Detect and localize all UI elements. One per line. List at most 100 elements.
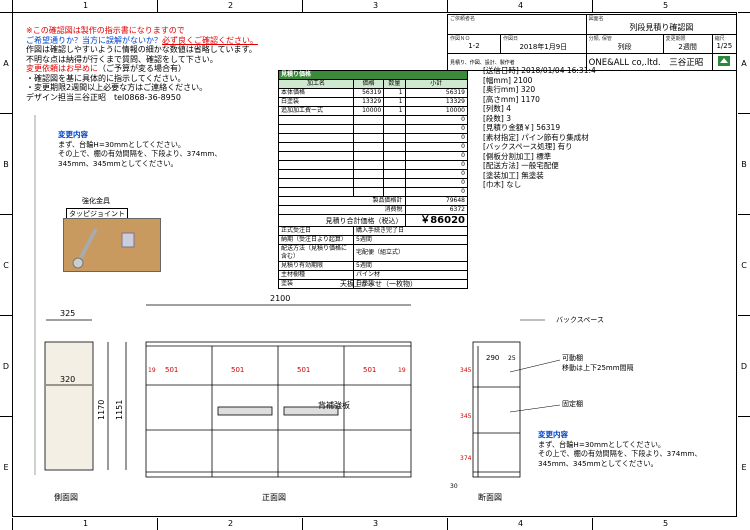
- top-board-label: 天板上かぶせ（一枚物）: [340, 279, 417, 288]
- dim-cell-501: 501: [231, 366, 244, 374]
- note-line-8: デザイン担当三谷正昭 tel0868-36-8950: [26, 92, 181, 102]
- hardware-label: 強化金具: [82, 197, 110, 205]
- front-view-label: 正面図: [262, 493, 286, 502]
- info-value: 白塗装: [353, 279, 468, 289]
- spec-item: [塗装加工] 無塗装: [483, 170, 544, 180]
- info-row: 塗装白塗装: [278, 279, 468, 289]
- spec-item: [側板分割加工] 標準: [483, 151, 552, 161]
- col-2-bottom: 2: [157, 518, 303, 530]
- col-1-bottom: 1: [12, 518, 158, 530]
- movable-shelf-label: 可動棚: [562, 353, 583, 362]
- company-name: ONE&ALL co,.ltd. 三谷正昭: [585, 53, 713, 71]
- side-view-label: 側面図: [54, 492, 78, 502]
- spec-item: [列数] 4: [483, 104, 512, 113]
- roles-label: 見積り、作図、設計、製作者: [447, 53, 587, 71]
- dim-base-30: 30: [450, 483, 458, 490]
- bottom-ruler: 1 2 3 4 5: [12, 518, 737, 530]
- screw-icon: [72, 228, 135, 269]
- section-view: [472, 319, 561, 478]
- row-e-right: E: [738, 416, 750, 518]
- movable-note: 移動は上下25mm間隔: [562, 363, 634, 372]
- category: 列段: [617, 43, 632, 51]
- row-a-right: A: [738, 12, 750, 114]
- note-line-6: ・確認図を基に具体的に指示してください。: [26, 73, 186, 83]
- spec-item: [段数] 3: [483, 113, 512, 123]
- dim-shelf-345: 345: [460, 367, 472, 374]
- customer-label: ご依頼者名: [450, 16, 476, 22]
- row-a: A: [0, 12, 12, 114]
- note-line-1: ※この確認図は製作の指示書になりますので: [26, 26, 185, 35]
- note-line-5a: 変更依頼はお早めに: [26, 64, 98, 73]
- date-label: 作図日: [503, 36, 519, 42]
- dim-thickness-19: 19: [148, 367, 156, 374]
- drawing-name-label: 図面名: [588, 16, 604, 22]
- drawing-frame: [12, 12, 737, 517]
- fixed-shelf-label: 固定棚: [562, 399, 583, 408]
- dim-shelf-345: 345: [460, 413, 472, 420]
- dim-depth-325: 325: [60, 309, 75, 318]
- row-b: B: [0, 113, 12, 215]
- dim-width-2100: 2100: [270, 294, 290, 303]
- spec-item: [配送方法] 一般宅配便: [483, 161, 559, 170]
- spec-item: [見積り金額￥] 56319: [483, 123, 561, 132]
- drawing-name: 列段見積り確認図: [629, 23, 694, 32]
- hardware-photo: [63, 218, 161, 272]
- col-1: 1: [12, 0, 158, 12]
- spec-item: [奥行mm] 320: [483, 85, 536, 94]
- dim-shelf-374: 374: [460, 455, 472, 462]
- top-ruler: 1 2 3 4 5: [12, 0, 737, 12]
- change-text: その上で、棚の有効間隔を、下段より、374mm、: [58, 149, 222, 158]
- note-line-5b: （ご予算が変る場合有）: [98, 64, 186, 73]
- change-text: 345mm、345mmとしてください。: [58, 158, 178, 168]
- dim-cell-501: 501: [363, 366, 376, 374]
- note-line-7: ・変更期限2週間以上必要な方はご連絡ください。: [26, 83, 208, 92]
- change-text: まず、台輪H=30mmとしてください。: [58, 139, 186, 149]
- dim-section-290: 290: [486, 354, 499, 362]
- company-logo-icon: [711, 53, 738, 71]
- col-5: 5: [592, 0, 738, 12]
- dim-height-1151: 1151: [115, 400, 124, 420]
- note-line-3: 作図は確認しやすいように情報の細かな数値は省略しています。: [26, 45, 257, 54]
- row-b-right: B: [738, 113, 750, 215]
- reinforce-label: 背補強板: [318, 400, 350, 410]
- drawing-no: 1-2: [468, 42, 480, 50]
- col-4: 4: [447, 0, 593, 12]
- no-label: 作図ＮＯ: [450, 36, 471, 42]
- col-2: 2: [157, 0, 303, 12]
- dim-height-1170: 1170: [97, 400, 106, 420]
- back-space-label: バックスペース: [556, 316, 604, 324]
- section-view-label: 断面図: [478, 492, 502, 502]
- spec-item: [送信日時] 2018/01/04 16:31:4: [483, 66, 596, 75]
- col-5-bottom: 5: [592, 518, 738, 530]
- category-label: 分類, 保管: [588, 36, 612, 42]
- change-text: まず、台輪H=30mmとしてください。: [538, 439, 666, 449]
- note-line-2a: ご希望通りか？当方に誤解がないか？: [26, 35, 162, 45]
- right-ruler: A B C D E: [738, 12, 750, 517]
- scale: 1/25: [716, 42, 733, 50]
- scale-label: 縮尺: [714, 36, 725, 42]
- col-3-bottom: 3: [302, 518, 448, 530]
- dim-depth-320: 320: [60, 375, 75, 384]
- col-4-bottom: 4: [447, 518, 593, 530]
- spec-item: [高さmm] 1170: [483, 94, 540, 104]
- change-note-side: 変更内容 まず、台輪H=30mmとしてください。 その上で、棚の有効間隔を、下段…: [58, 130, 283, 168]
- spec-item: [素材指定] パイン節有り集成材: [483, 132, 589, 142]
- change-text: 345mm、345mmとしてください。: [538, 458, 658, 468]
- row-e: E: [0, 416, 12, 518]
- col-3: 3: [302, 0, 448, 12]
- row-d-right: D: [738, 315, 750, 417]
- spec-list: [送信日時] 2018/01/04 16:31:4[幅mm] 2100[奥行mm…: [483, 66, 703, 190]
- instructions-notes: ※この確認図は製作の指示書になりますので ご希望通りか？当方に誤解がないか？必ず…: [26, 26, 326, 102]
- left-ruler: A B C D E: [0, 12, 12, 517]
- note-line-2b: 必ず良くご確認ください。: [162, 35, 258, 45]
- change-note-section: 変更内容 まず、台輪H=30mmとしてください。 その上で、棚の有効間隔を、下段…: [538, 430, 738, 468]
- dim-cell-501: 501: [297, 366, 310, 374]
- change-text: その上で、棚の有効間隔を、下段より、374mm、: [538, 449, 702, 458]
- deadline-label: 変更期限: [665, 36, 686, 42]
- row-c-right: C: [738, 214, 750, 316]
- spec-item: [巾木] なし: [483, 180, 522, 189]
